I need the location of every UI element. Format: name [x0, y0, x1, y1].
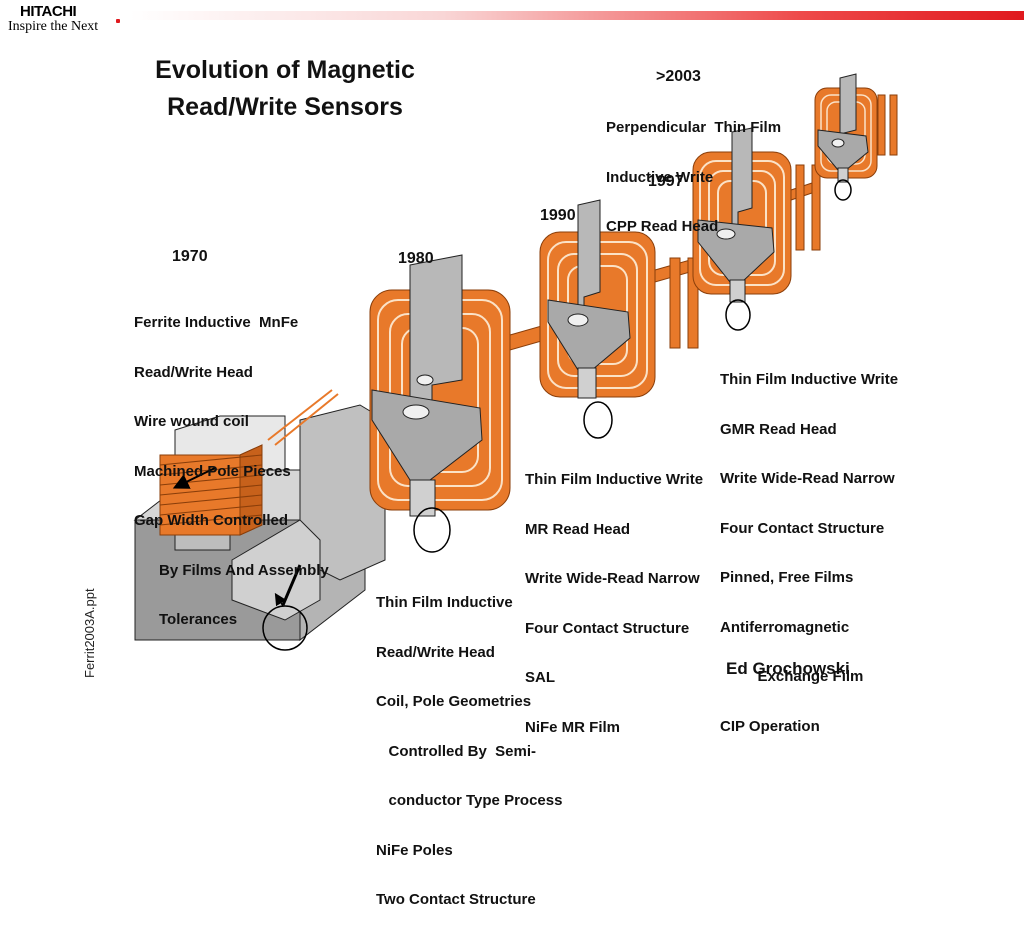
- stage-description-1990: Thin Film Inductive Write MR Read Head W…: [525, 439, 703, 753]
- stage-1990-line: Thin Film Inductive Write: [525, 471, 704, 488]
- stage-1990-line: NiFe MR Film: [525, 718, 621, 736]
- year-label-1997: 1997: [648, 173, 684, 190]
- stage-1970-line: By Films And Assembly: [134, 561, 329, 579]
- stage-1997-line: Write Wide-Read Narrow: [720, 470, 895, 487]
- hitachi-logo: HITACHI: [20, 3, 77, 20]
- file-name-label: Ferrit2003A.ppt: [82, 588, 97, 678]
- stage-2003-line: CPP Read Head: [606, 218, 719, 235]
- stage-1970-line: Machined Pole Pieces: [134, 462, 291, 480]
- stage-1997-line: Four Contact Structure: [720, 519, 885, 537]
- year-label-1990: 1990: [540, 207, 576, 224]
- stage-1970-line: Wire wound coil: [134, 413, 249, 430]
- stage-1980-line: Two Contact Structure: [376, 891, 536, 908]
- tagline-red-dot: [116, 19, 120, 23]
- ferrite-head-1970: [133, 389, 386, 651]
- stage-2003-line: Inductive Write: [606, 168, 714, 186]
- stage-1997-line: Thin Film Inductive Write: [720, 371, 899, 388]
- stage-1970-line: Gap Width Controlled: [134, 512, 289, 529]
- perpendicular-head-2003: [814, 73, 898, 201]
- thin-film-head-1990: [539, 199, 699, 439]
- year-label-1980: 1980: [398, 250, 434, 267]
- sensor-evolution-illustration: [133, 73, 898, 651]
- stage-1990-line: MR Read Head: [525, 520, 631, 538]
- year-label-1970: 1970: [172, 248, 208, 265]
- stage-1980-line: conductor Type Process: [376, 792, 563, 809]
- stage-1970-line: Tolerances: [134, 611, 238, 628]
- stage-description-1997: Thin Film Inductive Write GMR Read Head …: [720, 339, 898, 752]
- stage-1970-line: Read/Write Head: [134, 363, 253, 381]
- stage-1990-line: SAL: [525, 669, 555, 686]
- stage-2003-line: Perpendicular Thin Film: [606, 119, 782, 136]
- header-gradient-bar: [130, 11, 1024, 20]
- stage-1980-line: Thin Film Inductive: [376, 594, 513, 611]
- page-title: Evolution of Magnetic Read/Write Sensors: [100, 52, 470, 126]
- stage-1997-line: Antiferromagnetic: [720, 618, 850, 636]
- stage-1997-line: CIP Operation: [720, 717, 820, 735]
- stage-description-1970: Ferrite Inductive MnFe Read/Write Head W…: [134, 282, 329, 645]
- year-label-2003: >2003: [656, 68, 701, 85]
- stage-1997-line: GMR Read Head: [720, 420, 837, 438]
- author-name: Ed Grochowski: [726, 659, 850, 678]
- page-title-line-1: Evolution of Magnetic: [155, 56, 415, 84]
- thin-film-head-1997: [692, 127, 821, 331]
- page-title-line-2: Read/Write Sensors: [167, 93, 403, 121]
- stage-description-2003: Perpendicular Thin Film Inductive Write …: [606, 87, 781, 252]
- stage-1980-line: NiFe Poles: [376, 841, 453, 859]
- stage-1990-line: Write Wide-Read Narrow: [525, 570, 700, 587]
- thin-film-head-1980: [369, 254, 546, 553]
- stage-1980-line: Read/Write Head: [376, 643, 495, 661]
- tagline: Inspire the Next: [8, 19, 99, 34]
- stage-1990-line: Four Contact Structure: [525, 619, 690, 637]
- stage-1997-line: Exchange Film: [720, 668, 864, 685]
- stage-1970-line: Ferrite Inductive MnFe: [134, 314, 299, 331]
- stage-1997-line: Pinned, Free Films: [720, 569, 854, 586]
